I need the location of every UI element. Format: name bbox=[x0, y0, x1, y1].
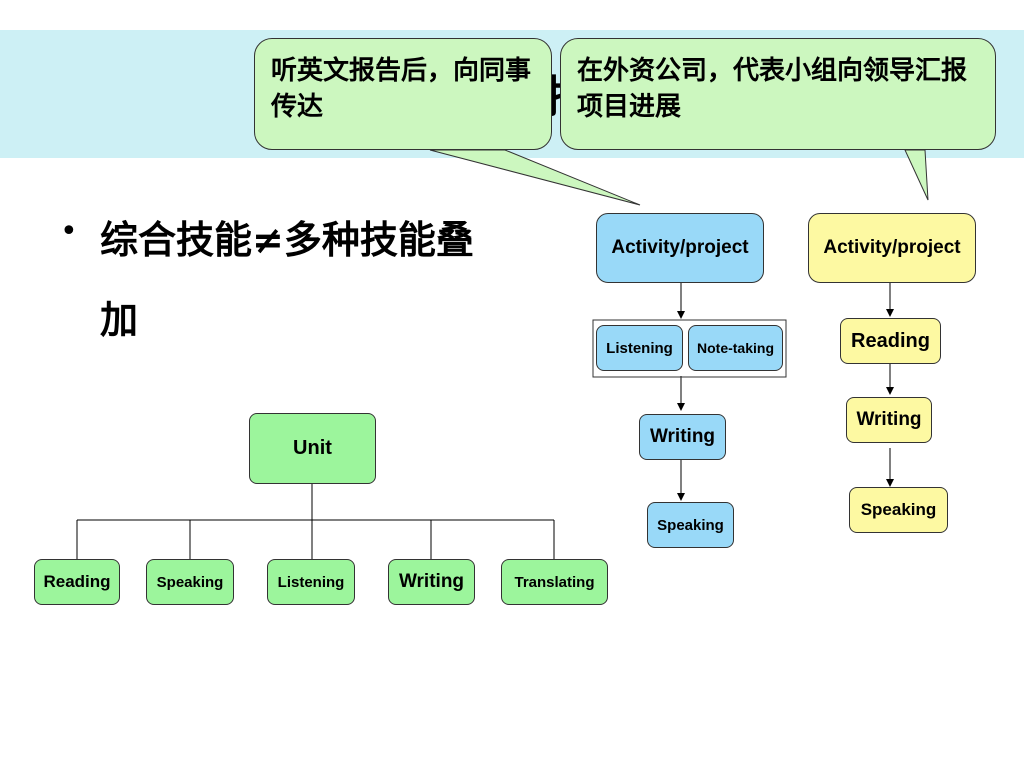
tree-child-speaking: Speaking bbox=[146, 559, 234, 605]
blue-note-taking: Note-taking bbox=[688, 325, 783, 371]
yellow-writing: Writing bbox=[846, 397, 932, 443]
blue-listening: Listening bbox=[596, 325, 683, 371]
callout-right-tail bbox=[904, 149, 929, 201]
bullet-text: 综合技能≠多种技能叠加 bbox=[100, 218, 474, 342]
callout-left: 听英文报告后，向同事传达 bbox=[254, 38, 552, 150]
tree-child-reading: Reading bbox=[34, 559, 120, 605]
tree-child-writing: Writing bbox=[388, 559, 475, 605]
blue-speaking: Speaking bbox=[647, 502, 734, 548]
callout-right: 在外资公司，代表小组向领导汇报项目进展 bbox=[560, 38, 996, 150]
callout-left-tail bbox=[429, 149, 641, 206]
blue-writing: Writing bbox=[639, 414, 726, 460]
blue-activity-project: Activity/project bbox=[596, 213, 764, 283]
tree-child-listening: Listening bbox=[267, 559, 355, 605]
tree-root-unit: Unit bbox=[249, 413, 376, 484]
pair-frame bbox=[592, 319, 787, 378]
tree-child-translating: Translating bbox=[501, 559, 608, 605]
yellow-reading: Reading bbox=[840, 318, 941, 364]
bullet-dot: • bbox=[60, 214, 78, 249]
yellow-speaking: Speaking bbox=[849, 487, 948, 533]
yellow-activity-project: Activity/project bbox=[808, 213, 976, 283]
